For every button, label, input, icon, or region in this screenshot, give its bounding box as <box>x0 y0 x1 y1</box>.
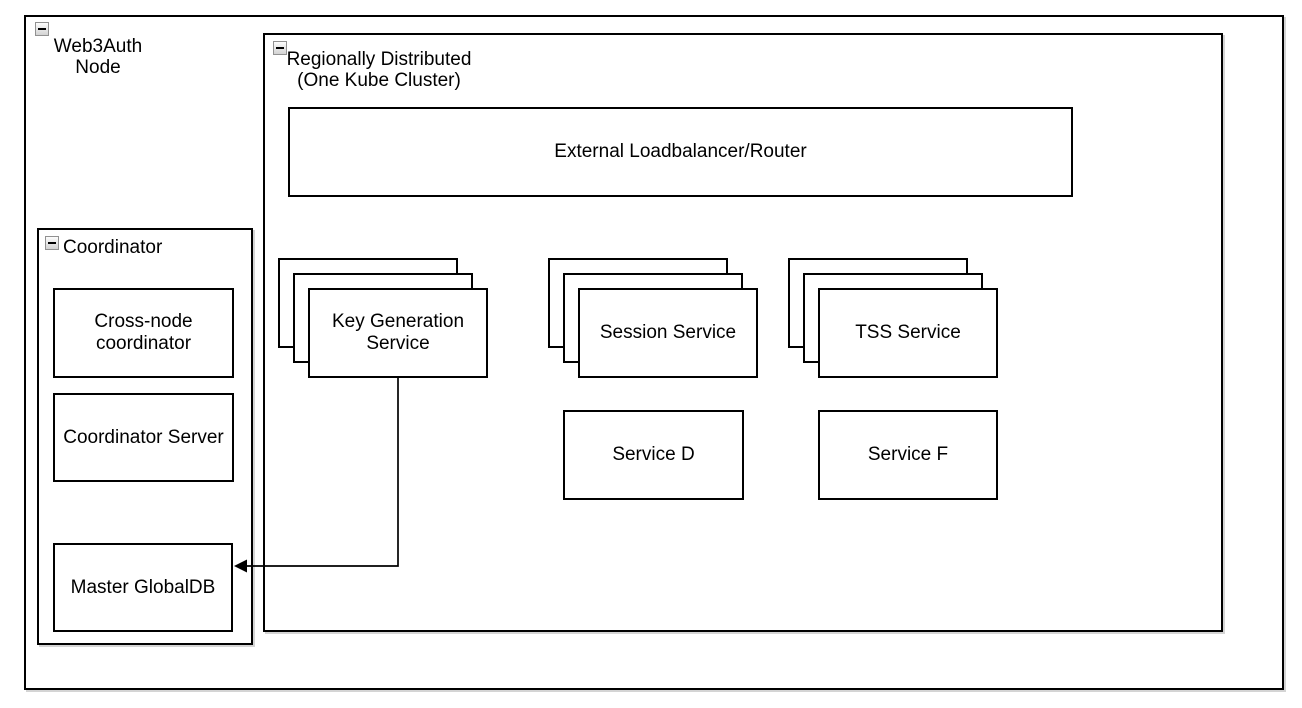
cross-node-coordinator-box: Cross-node coordinator <box>53 288 234 378</box>
session-service-label: Session Service <box>599 322 737 343</box>
external-loadbalancer-box: External Loadbalancer/Router <box>288 107 1073 197</box>
service-d-label: Service D <box>612 444 695 465</box>
tss-service-box: TSS Service <box>818 288 998 378</box>
service-d-box: Service D <box>563 410 744 500</box>
kube-cluster-title: Regionally Distributed (One Kube Cluster… <box>286 49 472 91</box>
minus-icon <box>276 47 284 49</box>
service-f-box: Service F <box>818 410 998 500</box>
web3auth-node-title: Web3Auth Node <box>53 36 143 78</box>
master-globaldb-label: Master GlobalDB <box>70 576 216 598</box>
coordinator-server-label: Coordinator Server <box>63 426 224 448</box>
master-globaldb-box: Master GlobalDB <box>53 543 233 632</box>
session-service-stack: Session Service <box>548 258 758 378</box>
web3auth-collapse-button[interactable] <box>35 22 49 36</box>
key-generation-service-box: Key Generation Service <box>308 288 488 378</box>
minus-icon <box>48 242 56 244</box>
key-generation-service-stack: Key Generation Service <box>278 258 488 378</box>
tss-service-label: TSS Service <box>855 322 961 343</box>
service-f-label: Service F <box>867 444 949 465</box>
key-generation-service-label: Key Generation Service <box>331 311 465 354</box>
session-service-box: Session Service <box>578 288 758 378</box>
coordinator-title: Coordinator <box>63 237 163 258</box>
coordinator-server-box: Coordinator Server <box>53 393 234 482</box>
tss-service-stack: TSS Service <box>788 258 998 378</box>
kube-collapse-button[interactable] <box>273 41 287 55</box>
coordinator-collapse-button[interactable] <box>45 236 59 250</box>
external-loadbalancer-label: External Loadbalancer/Router <box>554 141 807 162</box>
minus-icon <box>38 28 46 30</box>
cross-node-coordinator-label: Cross-node coordinator <box>94 311 193 354</box>
